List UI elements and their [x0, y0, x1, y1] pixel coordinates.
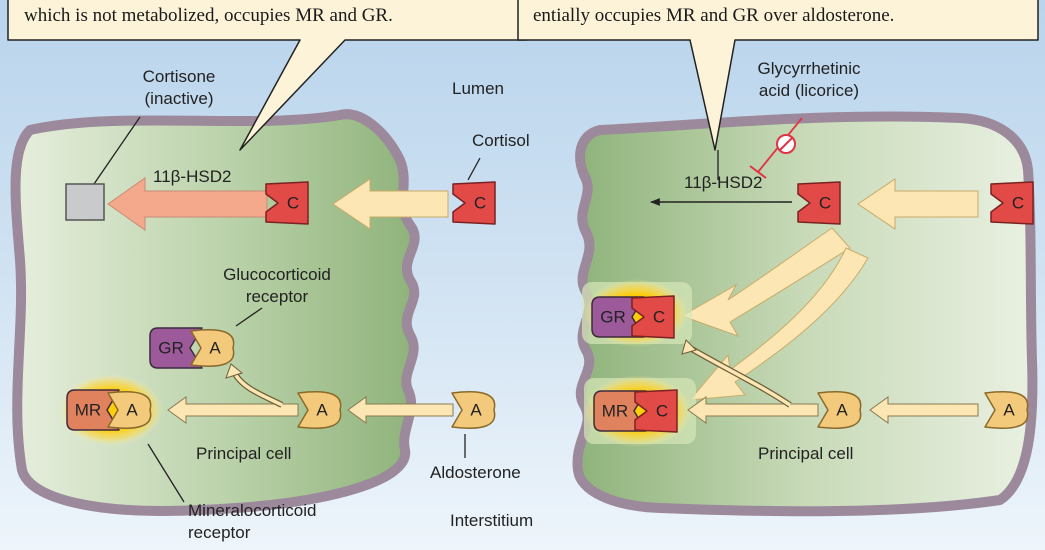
left-cortisol-entry-arrow [332, 178, 449, 230]
licorice-label: Glycyrrhetinic acid (licorice) [732, 58, 886, 102]
right-callout [517, 0, 1039, 151]
gr-receptor-left-letter: GR [158, 339, 184, 358]
gr-label-line1: Glucocorticoid [223, 265, 331, 284]
principal-cell-label-right: Principal cell [758, 444, 854, 463]
cortisol-molecule-left-cell-letter: C [287, 194, 299, 213]
principal-cell-label-left: Principal cell [196, 444, 292, 463]
enzyme-label-right: 11β-HSD2 [684, 173, 763, 192]
gr-label-line2: receptor [245, 287, 309, 306]
cortisol-molecule-left-cell: C [265, 181, 309, 225]
leader-lines [93, 116, 481, 503]
gr-receptor-right: GR [591, 296, 645, 338]
left-aldosterone-arrows [167, 363, 454, 424]
right-callout-text: entially occupies MR and GR over aldoste… [533, 5, 895, 26]
aldosterone-bound-mr-left: A [107, 391, 152, 429]
cortisone-label-line2: (inactive) [144, 89, 214, 108]
licorice-label-line2: acid (licorice) [758, 81, 860, 100]
cortisol-bound-gr-right: C [631, 295, 675, 339]
aldosterone-molecule-right-interstitium-letter: A [1003, 401, 1015, 420]
gr-label: Glucocorticoid receptor [212, 264, 342, 308]
right-cortisol-entry-arrow [857, 178, 979, 230]
aldosterone-molecule-left-cell: A [297, 391, 342, 429]
licorice-label-line1: Glycyrrhetinic [757, 59, 861, 78]
mr-receptor-right: MR [593, 390, 647, 432]
aldosterone-molecule-left-interstitium: A [451, 391, 496, 429]
mr-receptor-left-letter: MR [75, 401, 101, 420]
left-enzyme-arrow [107, 177, 268, 231]
mr-label-line1: Mineralocorticoid [188, 501, 317, 520]
mr-receptor-left: MR [66, 389, 120, 431]
cortisol-to-mr-arrow [688, 247, 869, 401]
gr-receptor-right-letter: GR [600, 308, 626, 327]
cortisone-leader [93, 116, 141, 185]
cortisone-label-line1: Cortisone [142, 67, 216, 86]
left-callout-text: which is not metabolized, occupies MR an… [24, 5, 393, 26]
mr-label-line2: receptor [188, 523, 251, 542]
aldosterone-label: Aldosterone [430, 463, 521, 482]
cortisol-molecule-right-cell-letter: C [819, 194, 831, 213]
cortisol-label: Cortisol [472, 131, 530, 150]
gr-leader [235, 307, 263, 327]
interstitium-label: Interstitium [450, 511, 534, 530]
cortisol-molecule-right-lumen: C [990, 181, 1034, 225]
aldosterone-molecule-left-cell-letter: A [316, 401, 328, 420]
aldosterone-molecule-left-interstitium-letter: A [470, 401, 482, 420]
aldosterone-bound-gr-left-letter: A [209, 339, 221, 358]
cortisol-bound-gr-right-letter: C [653, 308, 665, 327]
licorice-inhibitor [749, 117, 803, 179]
mr-label: Mineralocorticoid receptor [188, 500, 317, 544]
aldosterone-molecule-right-cell: A [817, 391, 862, 429]
cortisol-molecule-right-cell: C [797, 181, 841, 225]
cortisol-leader [467, 157, 481, 181]
mr-leader [147, 443, 185, 503]
cortisol-molecule-right-lumen-letter: C [1012, 194, 1024, 213]
mr-receptor-right-letter: MR [602, 402, 628, 421]
cortisol-molecule-left-lumen-letter: C [474, 194, 486, 213]
cortisone-molecule [65, 183, 105, 221]
cortisol-bound-mr-right: C [634, 389, 678, 433]
molecules-layer: C C GR A MR A A A C C GR C MR C A A [66, 181, 1034, 433]
lumen-label: Lumen [452, 79, 504, 98]
right-callout-bubble [517, 0, 1039, 151]
enzyme-label-left: 11β-HSD2 [153, 167, 232, 186]
aldosterone-molecule-right-interstitium: A [984, 391, 1029, 429]
aldosterone-bound-gr-left: A [190, 329, 235, 367]
cortisol-molecule-left-lumen: C [452, 181, 496, 225]
cortisol-to-gr-arrow [680, 227, 851, 337]
right-aldosterone-arrows [681, 339, 979, 424]
gr-receptor-left: GR [149, 327, 203, 369]
cortisone-label: Cortisone (inactive) [124, 66, 234, 110]
aldosterone-bound-mr-left-letter: A [126, 401, 138, 420]
cortisol-bound-mr-right-letter: C [656, 402, 668, 421]
aldosterone-molecule-right-cell-letter: A [836, 401, 848, 420]
